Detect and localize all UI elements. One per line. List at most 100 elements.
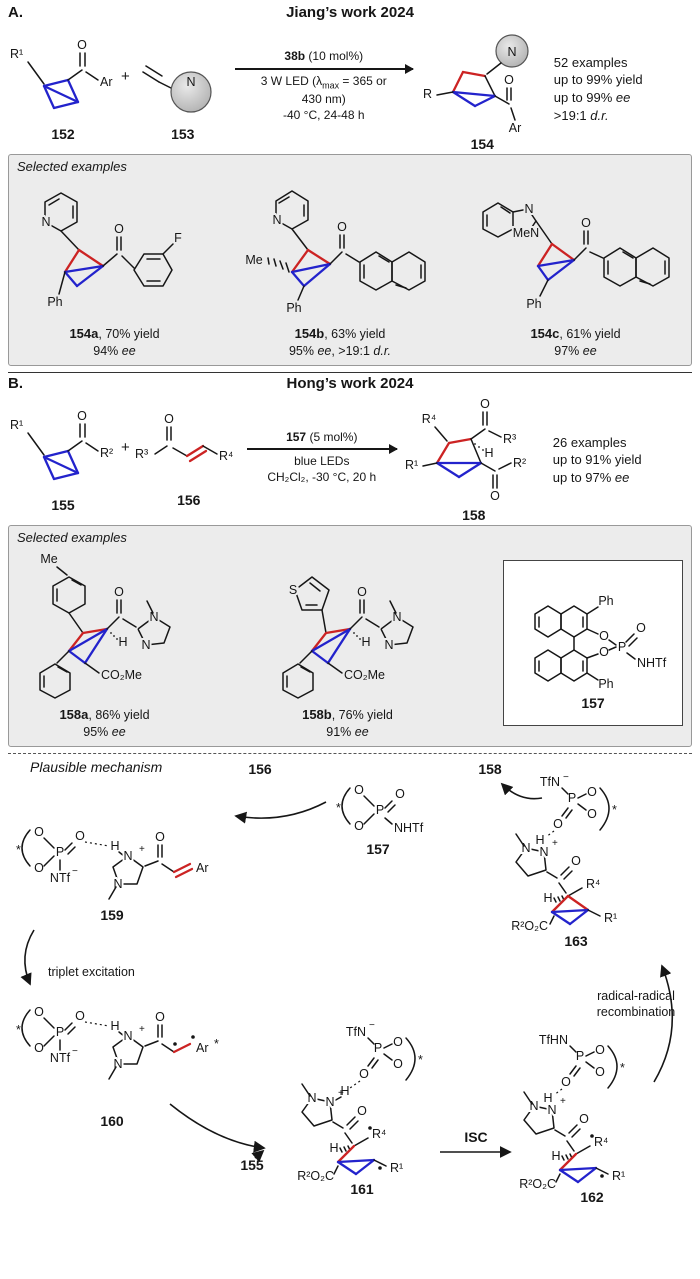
- structure-152-drawing: R¹ O Ar: [10, 38, 113, 110]
- atom-label-o2: O: [587, 807, 597, 821]
- examples-b-title: Selected examples: [17, 530, 127, 546]
- structure-157-drawing: Ph Ph O O P O NHTf: [534, 594, 667, 691]
- step-rr-line2: recombination: [597, 1005, 676, 1019]
- section-a-header: A. Jiang’s work 2024: [8, 4, 692, 24]
- compound-156: R³ O R⁴ 156: [133, 412, 245, 508]
- atom-label-me: Me: [245, 253, 262, 267]
- atom-label-star: *: [336, 801, 341, 815]
- arrow-162-to-163: [653, 964, 674, 1083]
- step-rr-line1: radical-radical: [597, 989, 675, 1003]
- atom-label-r1: R¹: [10, 418, 23, 432]
- atom-label-ar: Ar: [196, 861, 209, 875]
- compound-label-155: 155: [51, 497, 75, 514]
- atom-label-ph2: Ph: [598, 677, 613, 691]
- atom-label-h: H: [118, 635, 127, 649]
- atom-label-od: O: [553, 817, 563, 831]
- charge-minus: −: [72, 1046, 78, 1057]
- compound-153: N 153: [133, 36, 233, 142]
- atom-label-o: O: [579, 1112, 589, 1126]
- selected-examples-a: Selected examples N Ph O: [8, 154, 692, 367]
- atom-label-o1: O: [599, 629, 609, 643]
- atom-label-n: N: [41, 215, 50, 229]
- structure-155-drawing: R¹ O R²: [10, 409, 113, 481]
- atom-label-n2: N: [141, 638, 150, 652]
- atom-label-h: H: [543, 1091, 552, 1105]
- atom-label-tfn: TfN: [540, 775, 560, 789]
- catalyst-157-box: Ph Ph O O P O NHTf 157: [503, 559, 683, 726]
- structure-156-drawing: R³ O R⁴: [135, 412, 233, 463]
- compound-152: R¹ O Ar 152: [8, 36, 118, 142]
- atom-label-p: P: [576, 1049, 584, 1063]
- species-159: * O O P NTf − O H N + N O Ar 159: [16, 825, 209, 923]
- atom-label-tfhn: TfHN: [539, 1033, 568, 1047]
- atom-label-h: H: [535, 833, 544, 847]
- conditions-a-line1: 3 W LED (λmax = 365 or: [260, 73, 387, 91]
- mechanism-divider: [8, 753, 692, 755]
- atom-label-o2: O: [599, 645, 609, 659]
- arrow-157-to-159: [234, 801, 327, 824]
- atom-label-o1: O: [587, 785, 597, 799]
- compound-154: N R O Ar 154: [415, 26, 550, 152]
- atom-label-hc: H: [543, 891, 552, 905]
- conditions-a-line2: 430 nm): [301, 92, 346, 107]
- atom-label-o: O: [77, 38, 87, 52]
- atom-label-o1: O: [393, 1035, 403, 1049]
- atom-label-ntf: NTf: [50, 1051, 71, 1065]
- example-158a: Me H CO₂Me O N N: [17, 545, 192, 740]
- label-162: 162: [580, 1189, 604, 1205]
- atom-label-ph: Ph: [526, 297, 541, 311]
- atom-label-r1: R¹: [10, 47, 23, 61]
- atom-label-n1: N: [539, 845, 548, 859]
- atom-label-od: O: [75, 1009, 85, 1023]
- atom-label-o: O: [581, 216, 591, 230]
- result-line: 52 examples: [553, 54, 628, 70]
- azine-ring: [495, 34, 529, 68]
- atom-label-h: H: [110, 1019, 119, 1033]
- atom-label-f: F: [174, 231, 182, 245]
- atom-label-r4: R⁴: [594, 1135, 608, 1149]
- structure-154b-drawing: N Me Ph O: [245, 190, 426, 315]
- atom-label-nhtf: NHTf: [394, 821, 424, 835]
- atom-label-o1: O: [34, 1005, 44, 1019]
- atom-label-ar: Ar: [196, 1041, 209, 1055]
- atom-label-r2: R²: [513, 456, 526, 470]
- charge-minus: −: [72, 866, 78, 877]
- atom-label-ar: Ar: [509, 121, 522, 135]
- mechanism-title: Plausible mechanism: [30, 759, 163, 775]
- reaction-arrow-b: [246, 444, 398, 455]
- atom-label-ph: Ph: [47, 295, 62, 309]
- examples-a-title: Selected examples: [17, 159, 127, 174]
- label-160: 160: [100, 1113, 124, 1129]
- atom-label-ester: CO₂Me: [101, 668, 142, 682]
- atom-label-n: N: [524, 202, 533, 216]
- conditions-b-line2: CH₂Cl₂, -30 °C, 20 h: [267, 470, 377, 485]
- atom-label-od: O: [359, 1067, 369, 1081]
- atom-label-r4: R⁴: [422, 412, 436, 426]
- atom-label-o: O: [357, 1104, 367, 1118]
- atom-label-star: *: [16, 843, 21, 857]
- atom-label-p: P: [56, 845, 64, 859]
- compound-label-154: 154: [470, 136, 494, 152]
- atom-label-o2: O: [595, 1065, 605, 1079]
- atom-label-ph1: Ph: [598, 594, 613, 608]
- reaction-b: R¹ O R² 155 + R³ O: [8, 397, 692, 523]
- atom-label-hc: H: [329, 1141, 338, 1155]
- atom-label-o: O: [164, 412, 174, 426]
- atom-label-o2: O: [34, 861, 44, 875]
- loading-a: (10 mol%): [305, 49, 364, 64]
- example-158b: S H CO₂Me O N N: [260, 545, 435, 740]
- label-163: 163: [564, 933, 588, 949]
- atom-label-n1: N: [392, 610, 401, 624]
- reaction-b-conditions: 157 (5 mol%) blue LEDs CH₂Cl₂, -30 °C, 2…: [246, 429, 398, 492]
- atom-label-h: H: [484, 446, 493, 460]
- structure-153-drawing: N: [142, 65, 212, 113]
- structure-158-drawing: R⁴ H O R³ R¹ O R²: [405, 397, 526, 503]
- result-line: up to 97% ee: [552, 469, 630, 485]
- charge-plus: +: [560, 1096, 566, 1107]
- species-161: TfN − P O O * O H N + N O H R⁴: [297, 1020, 423, 1197]
